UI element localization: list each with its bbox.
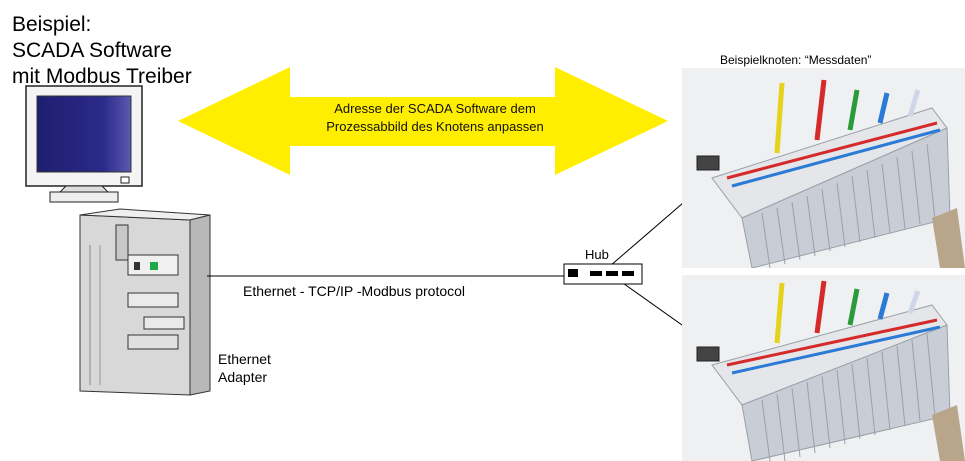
arrow-text: Adresse der SCADA Software dem Prozessab… (270, 100, 600, 136)
double-arrow-shape (178, 67, 668, 175)
title-line-3: mit Modbus Treiber (12, 65, 192, 88)
diagram-title: Beispiel: SCADA Software mit Modbus Trei… (12, 12, 192, 90)
adapter-line-1: Ethernet (218, 351, 271, 367)
arrow-text-line-2: Prozessabbild des Knotens anpassen (326, 119, 544, 134)
monitor-icon (25, 85, 143, 203)
hub-label: Hub (585, 247, 609, 262)
hub-icon (563, 263, 643, 285)
arrow-text-line-1: Adresse der SCADA Software dem (334, 101, 536, 116)
ethernet-connection-label: Ethernet - TCP/IP -Modbus protocol (243, 283, 466, 299)
adapter-line-2: Adapter (218, 369, 268, 385)
title-line-2: SCADA Software (12, 39, 172, 62)
node-caption: Beispielknoten: “Messdaten” (720, 53, 872, 67)
io-node-2-image (682, 275, 965, 461)
pc-tower-icon (79, 208, 211, 396)
io-node-1-image (682, 68, 965, 268)
title-line-1: Beispiel: (12, 13, 92, 36)
ethernet-adapter-label: Ethernet Adapter (218, 350, 271, 386)
